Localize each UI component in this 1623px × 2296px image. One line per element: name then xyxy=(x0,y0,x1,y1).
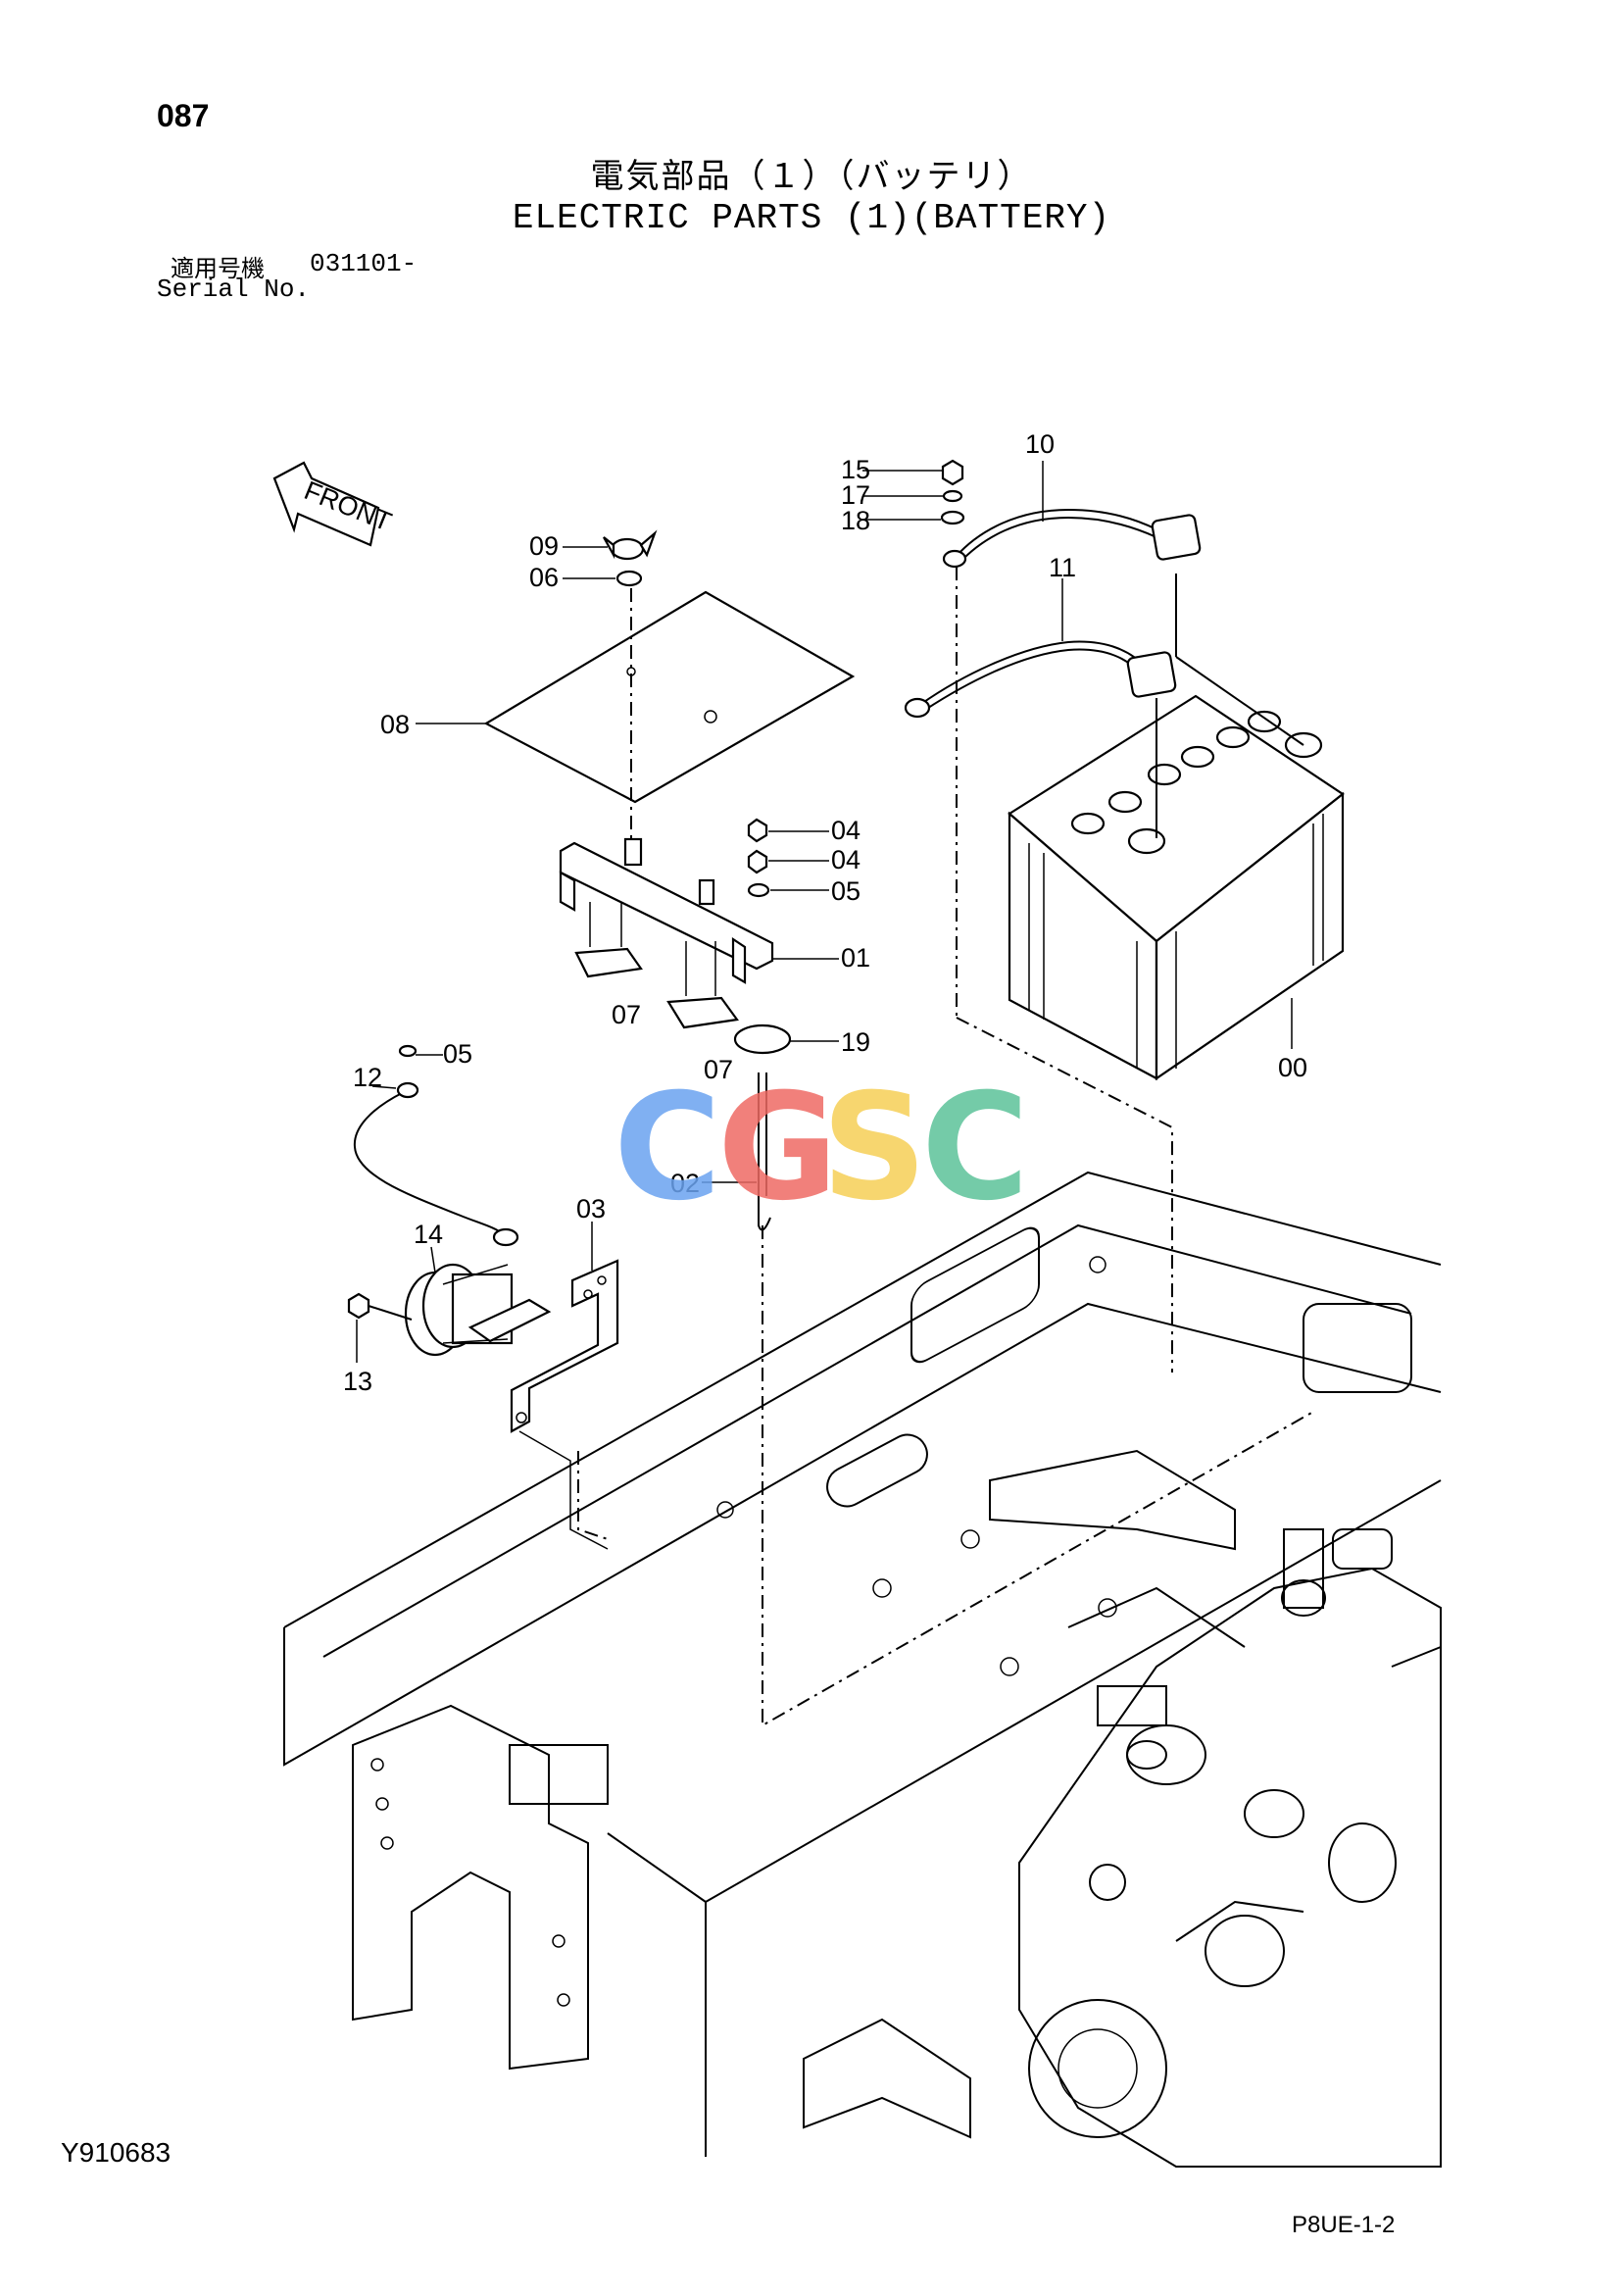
engine-block xyxy=(1018,1528,1442,2168)
callout-10: 10 xyxy=(1025,429,1055,459)
ground-cable-12 xyxy=(353,1044,519,1247)
nut-15 xyxy=(941,459,964,486)
callout-18: 18 xyxy=(841,506,870,535)
watermark-letter-4: C xyxy=(921,1063,1029,1233)
callout-01: 01 xyxy=(841,943,870,973)
callout-12: 12 xyxy=(353,1063,382,1092)
washer-19 xyxy=(733,1023,792,1055)
switch-bracket-03 xyxy=(467,1259,619,1433)
callout-07-left: 07 xyxy=(612,1000,641,1029)
watermark-letter-2: G xyxy=(717,1063,838,1233)
nut-04-lower xyxy=(747,849,768,874)
page-number: 087 xyxy=(157,98,210,133)
callout-19: 19 xyxy=(841,1027,870,1057)
callout-06: 06 xyxy=(529,563,559,592)
callout-04-lower: 04 xyxy=(831,845,861,874)
serial-label-japanese: 適用号機 xyxy=(171,255,265,282)
callout-17: 17 xyxy=(841,480,870,510)
watermark-letter-1: C xyxy=(614,1063,721,1233)
assembly-lines xyxy=(577,567,1314,1727)
title-japanese: 電気部品（１）（バッテリ） xyxy=(590,157,1033,196)
switch-lead-line xyxy=(518,1430,609,1550)
battery-cable-10 xyxy=(942,508,1304,746)
washer-06 xyxy=(615,570,643,587)
callout-04-upper: 04 xyxy=(831,816,861,845)
title-english: ELECTRIC PARTS (1)(BATTERY) xyxy=(512,198,1111,238)
figure-id: Y910683 xyxy=(61,2137,172,2168)
callout-15: 15 xyxy=(841,455,870,484)
callout-02: 02 xyxy=(670,1169,700,1198)
callout-05-lower: 05 xyxy=(443,1039,472,1069)
callout-11: 11 xyxy=(1049,553,1076,582)
callout-13: 13 xyxy=(343,1367,372,1396)
callout-00: 00 xyxy=(1278,1053,1307,1082)
leader-lines xyxy=(356,461,1293,1363)
serial-range: 031101- xyxy=(310,249,418,278)
callout-07-right: 07 xyxy=(704,1055,733,1084)
washer-18 xyxy=(940,510,965,525)
nut-04-upper xyxy=(747,818,768,843)
battery-switch-14 xyxy=(404,1263,514,1357)
watermark-letter-3: S xyxy=(821,1063,927,1233)
front-arrow-icon: FRONT xyxy=(272,461,396,547)
bolt-13 xyxy=(347,1292,413,1321)
callout-14: 14 xyxy=(414,1220,443,1249)
washer-05-upper xyxy=(747,882,770,898)
battery xyxy=(1008,694,1345,1081)
page-code: P8UE-1-2 xyxy=(1292,2212,1396,2238)
battery-cover-plate xyxy=(483,590,856,804)
machine-frame xyxy=(283,1171,1442,2157)
washer-17 xyxy=(942,489,963,503)
callout-03: 03 xyxy=(576,1194,606,1223)
wing-nut-09 xyxy=(603,529,658,561)
serial-label-english: Serial No. xyxy=(157,275,311,304)
callout-09: 09 xyxy=(529,531,559,561)
callout-08: 08 xyxy=(380,710,410,739)
watermark-logo: C G S C xyxy=(614,1063,1029,1233)
hold-down-bracket xyxy=(559,837,774,1029)
callout-05-upper: 05 xyxy=(831,876,861,906)
